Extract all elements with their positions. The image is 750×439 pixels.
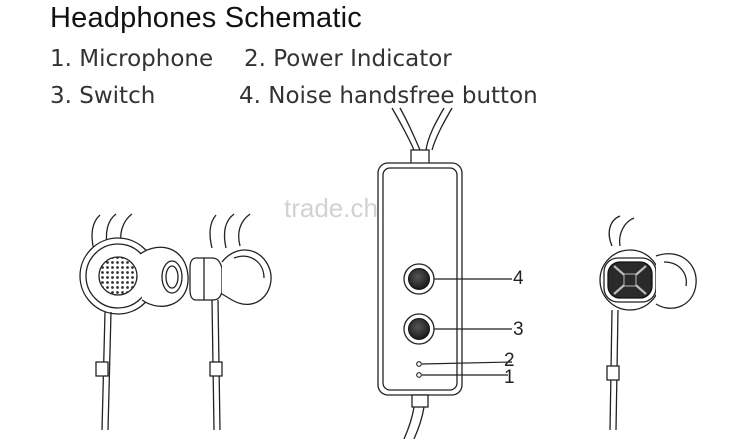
callout-1: 1 — [504, 367, 515, 388]
legend-microphone: 1. Microphone — [50, 46, 214, 72]
legend-noise-button: 4. Noise handsfree button — [239, 83, 538, 109]
callout-2: 2 — [504, 350, 515, 371]
earphone-front-view — [79, 213, 189, 431]
callout-3: 3 — [513, 319, 524, 340]
microphone-hole — [416, 372, 422, 378]
page-title: Headphones Schematic — [50, 2, 362, 34]
switch-button — [403, 313, 435, 345]
earphone-back-view — [599, 215, 697, 431]
legend-switch: 3. Switch — [50, 83, 156, 109]
earphone-side-view — [189, 213, 272, 431]
noise-handsfree-button — [403, 263, 435, 295]
legend-power-indicator: 2. Power Indicator — [244, 46, 452, 72]
leader-line-2 — [421, 361, 513, 365]
callout-4: 4 — [513, 268, 524, 289]
power-indicator-led — [416, 361, 422, 367]
callout-leaders — [421, 278, 513, 376]
